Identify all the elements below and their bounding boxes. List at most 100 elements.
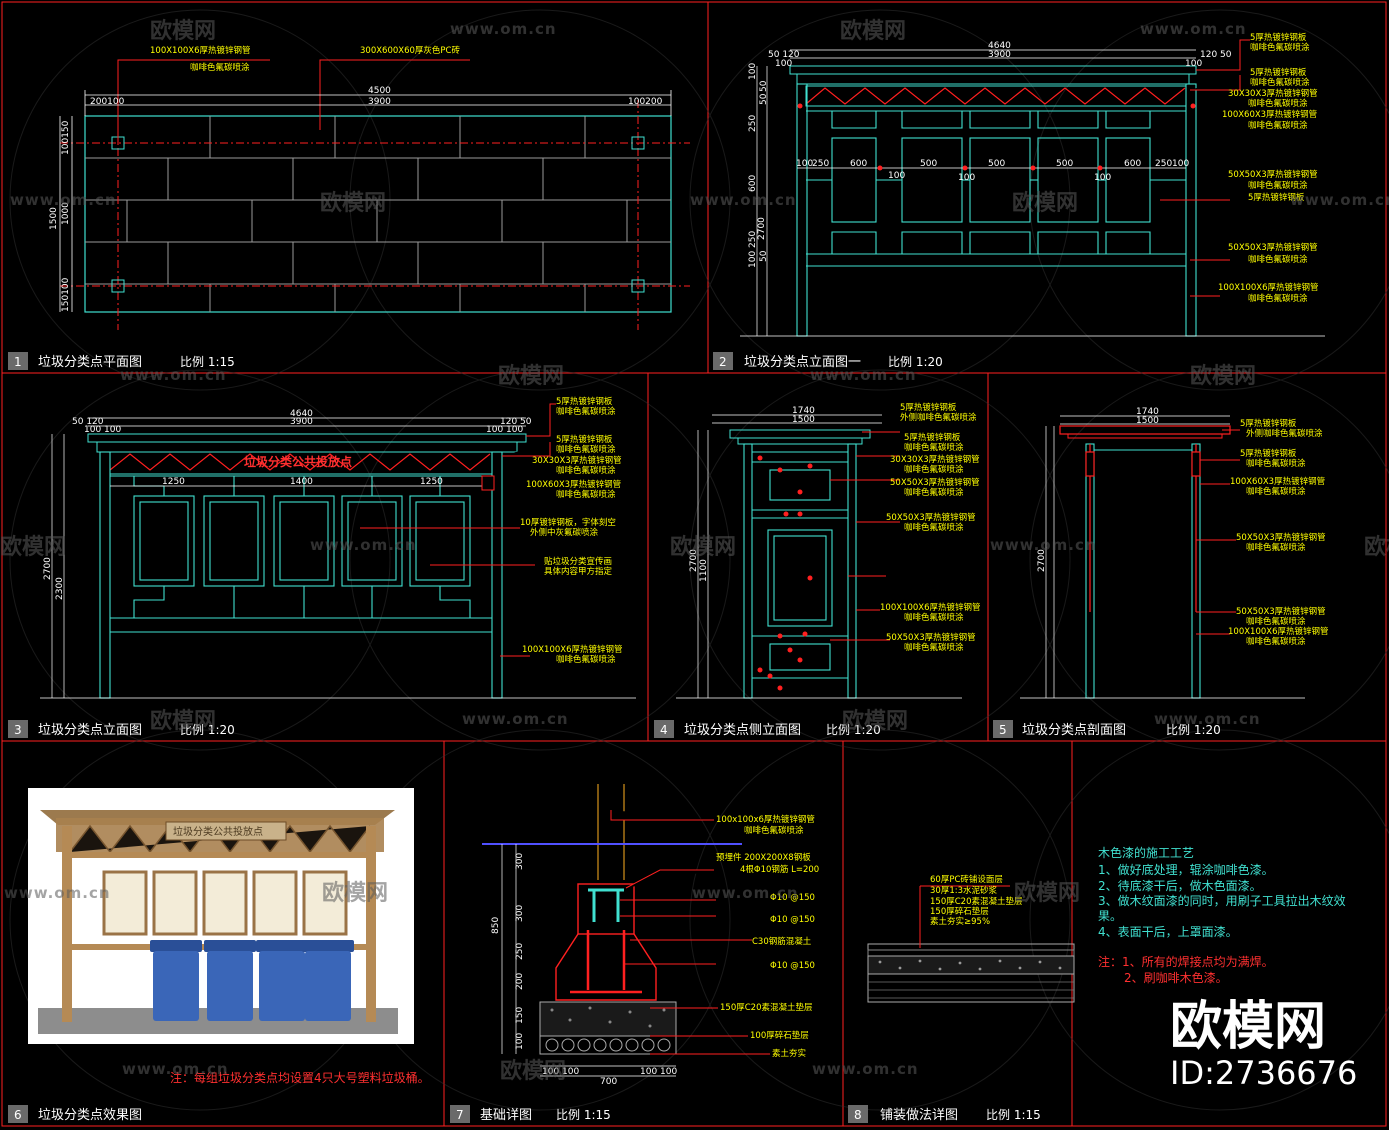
svg-text:150厚C20素混凝土垫层: 150厚C20素混凝土垫层 [720,1002,812,1013]
svg-text:垃圾分类点平面图: 垃圾分类点平面图 [38,355,142,370]
svg-text:www.om.cn: www.om.cn [1154,710,1261,728]
elev2-dim-right2: 100 100 [486,425,523,435]
side-dim-mid: 1100 [699,559,709,582]
svg-text:www.om.cn: www.om.cn [10,191,117,209]
svg-text:4根Φ10钢筋 L=200: 4根Φ10钢筋 L=200 [740,864,819,875]
svg-text:欧模网: 欧模网 [150,18,216,44]
notes-remark-1: 注：1、所有的焊接点均为满焊。 [1098,954,1274,969]
svg-text:250: 250 [748,115,758,132]
elev1-circles [797,103,1196,171]
svg-text:垃圾分类点立面图: 垃圾分类点立面图 [38,723,142,738]
elev1-panel-dims: 100 250 600 500 500 500 600 250 100 100 … [796,159,1189,183]
paving-labels: 60厚PC砖铺设面层 30厚1:3水泥砂浆 150厚C20素混凝土垫层 150厚… [930,874,1022,927]
svg-text:咖啡色氟碳喷涂: 咖啡色氟碳喷涂 [556,489,616,500]
elev1-dim-left: 50 120 [768,50,800,60]
panel-title: 6 垃圾分类点效果图 [8,1105,142,1123]
notes-item: 1、做好底处理，辊涂咖啡色漆。 [1098,862,1274,877]
svg-text:50: 50 [759,250,769,262]
svg-text:100: 100 [515,1033,525,1050]
svg-text:100: 100 [640,1067,657,1077]
svg-text:比例 1:20: 比例 1:20 [180,723,235,737]
elev2-dim-height: 2700 [43,557,53,580]
svg-text:咖啡色氟碳喷涂: 咖啡色氟碳喷涂 [1248,180,1308,191]
svg-text:50X50X3厚热镀锌钢管: 50X50X3厚热镀锌钢管 [890,477,980,488]
svg-text:欧模网: 欧模网 [320,190,386,216]
elev2-dim-left: 50 120 [72,417,104,427]
svg-text:www.om.cn: www.om.cn [810,366,917,384]
plan-callout-1a: 100X100X6厚热镀锌钢管 [150,45,251,56]
svg-text:30X30X3厚热镀锌钢管: 30X30X3厚热镀锌钢管 [532,455,622,466]
svg-text:欧模网: 欧模网 [322,880,388,906]
svg-text:咖啡色氟碳喷涂: 咖啡色氟碳喷涂 [904,487,964,498]
elev1-panel-dim: 500 [1056,159,1073,169]
elev1-panel-dim: 100 [1172,159,1189,169]
svg-text:850: 850 [491,917,501,934]
svg-text:5: 5 [999,723,1007,737]
elev1-dim-top1: 4640 [988,41,1011,51]
svg-text:基础详图: 基础详图 [480,1108,532,1123]
svg-text:C30钢筋混凝土: C30钢筋混凝土 [752,936,812,947]
svg-text:50X50X3厚热镀锌钢管: 50X50X3厚热镀锌钢管 [1236,532,1326,543]
svg-text:50X50X3厚热镀锌钢管: 50X50X3厚热镀锌钢管 [886,512,976,523]
trash-bin-icon [302,940,354,1021]
trash-bin-icon [256,940,308,1021]
elev2-dim-right: 120 50 [500,417,532,427]
elev2-dim-height2: 2300 [55,577,65,600]
stamp-id: ID:2736676 [1170,1054,1357,1092]
svg-text:欧模网: 欧模网 [842,708,908,734]
panel-title: 5 垃圾分类点剖面图 比例 1:20 [993,720,1221,738]
svg-text:5厚热镀锌钢板: 5厚热镀锌钢板 [1240,448,1297,459]
elev1-panel-dim: 500 [988,159,1005,169]
svg-text:咖啡色氟碳喷涂: 咖啡色氟碳喷涂 [1248,254,1308,265]
svg-text:www.om.cn: www.om.cn [990,536,1097,554]
svg-text:150厚C20素混凝土垫层: 150厚C20素混凝土垫层 [930,896,1022,907]
svg-text:欧模网: 欧模网 [0,534,66,560]
svg-text:Φ10 @150: Φ10 @150 [770,961,815,971]
svg-text:5厚热镀锌钢板: 5厚热镀锌钢板 [556,434,613,445]
svg-text:咖啡色氟碳喷涂: 咖啡色氟碳喷涂 [556,444,616,455]
svg-text:欧模网: 欧模网 [1014,880,1080,906]
section-dim-top1: 1740 [1136,407,1159,417]
elev1-dim-top2: 3900 [988,50,1011,60]
svg-text:咖啡色氟碳喷涂: 咖啡色氟碳喷涂 [556,465,616,476]
svg-text:60厚PC砖铺设面层: 60厚PC砖铺设面层 [930,874,1003,885]
notes-item: 3、做木纹面漆的同时，用刷子工具拉出木纹效 [1098,893,1346,908]
svg-text:比例 1:15: 比例 1:15 [180,355,235,369]
plan-dim-h: 1500 [49,207,59,230]
svg-text:欧模网: 欧模网 [1190,363,1256,389]
panel-titles: 1 垃圾分类点平面图 比例 1:15 2 垃圾分类点立面图一 比例 1:20 3… [8,352,1221,1123]
svg-text:具体内容甲方指定: 具体内容甲方指定 [544,566,613,577]
svg-text:贴垃圾分类宣传画: 贴垃圾分类宣传画 [544,556,612,567]
elev2-panel-dim: 1250 [162,477,185,487]
svg-text:300: 300 [515,853,525,870]
svg-text:5厚热镀锌钢板: 5厚热镀锌钢板 [1250,67,1307,78]
notes-item: 果。 [1098,909,1122,923]
svg-text:5厚热镀锌钢板: 5厚热镀锌钢板 [556,396,613,407]
svg-text:外侧中灰氟碳喷涂: 外侧中灰氟碳喷涂 [530,527,599,538]
svg-text:4: 4 [660,723,668,737]
svg-text:2: 2 [719,355,727,369]
panel-title: 3 垃圾分类点立面图 比例 1:20 [8,720,235,738]
svg-text:100X100X6厚热镀锌钢管: 100X100X6厚热镀锌钢管 [522,644,623,655]
svg-text:咖啡色氟碳喷涂: 咖啡色氟碳喷涂 [904,642,964,653]
svg-text:素土夯实≥95%: 素土夯实≥95% [930,916,990,927]
elev2-dim-top2: 3900 [290,417,313,427]
svg-text:www.om.cn: www.om.cn [122,1060,229,1078]
svg-text:比例 1:20: 比例 1:20 [888,355,943,369]
svg-text:欧模网: 欧模网 [150,708,216,734]
svg-text:素土夯实: 素土夯实 [772,1048,806,1059]
svg-text:咖啡色氟碳喷涂: 咖啡色氟碳喷涂 [904,464,964,475]
svg-text:5厚热镀锌钢板: 5厚热镀锌钢板 [1248,192,1305,203]
elev2-panel-dim: 1400 [290,477,313,487]
foundation-labels: 100x100x6厚热镀锌钢管 咖啡色氟碳喷涂 预埋件 200X200X8钢板 … [716,814,819,1059]
panel-render: 垃圾分类公共投放点 [28,788,430,1085]
elev1-dim-height: 2700 [757,217,767,240]
section-dim-top2: 1500 [1136,416,1159,426]
svg-text:垃圾分类点侧立面图: 垃圾分类点侧立面图 [684,723,801,738]
elev1-panel-dim: 250 [812,159,829,169]
svg-text:100X60X3厚热镀锌钢管: 100X60X3厚热镀锌钢管 [1222,109,1317,120]
svg-text:欧模网: 欧模网 [498,363,564,389]
section-labels: 5厚热镀锌钢板 外侧咖啡色氟碳喷涂 5厚热镀锌钢板 咖啡色氟碳喷涂 100X60… [1228,418,1329,647]
notes-item: 4、表面干后，上罩面漆。 [1098,925,1238,939]
